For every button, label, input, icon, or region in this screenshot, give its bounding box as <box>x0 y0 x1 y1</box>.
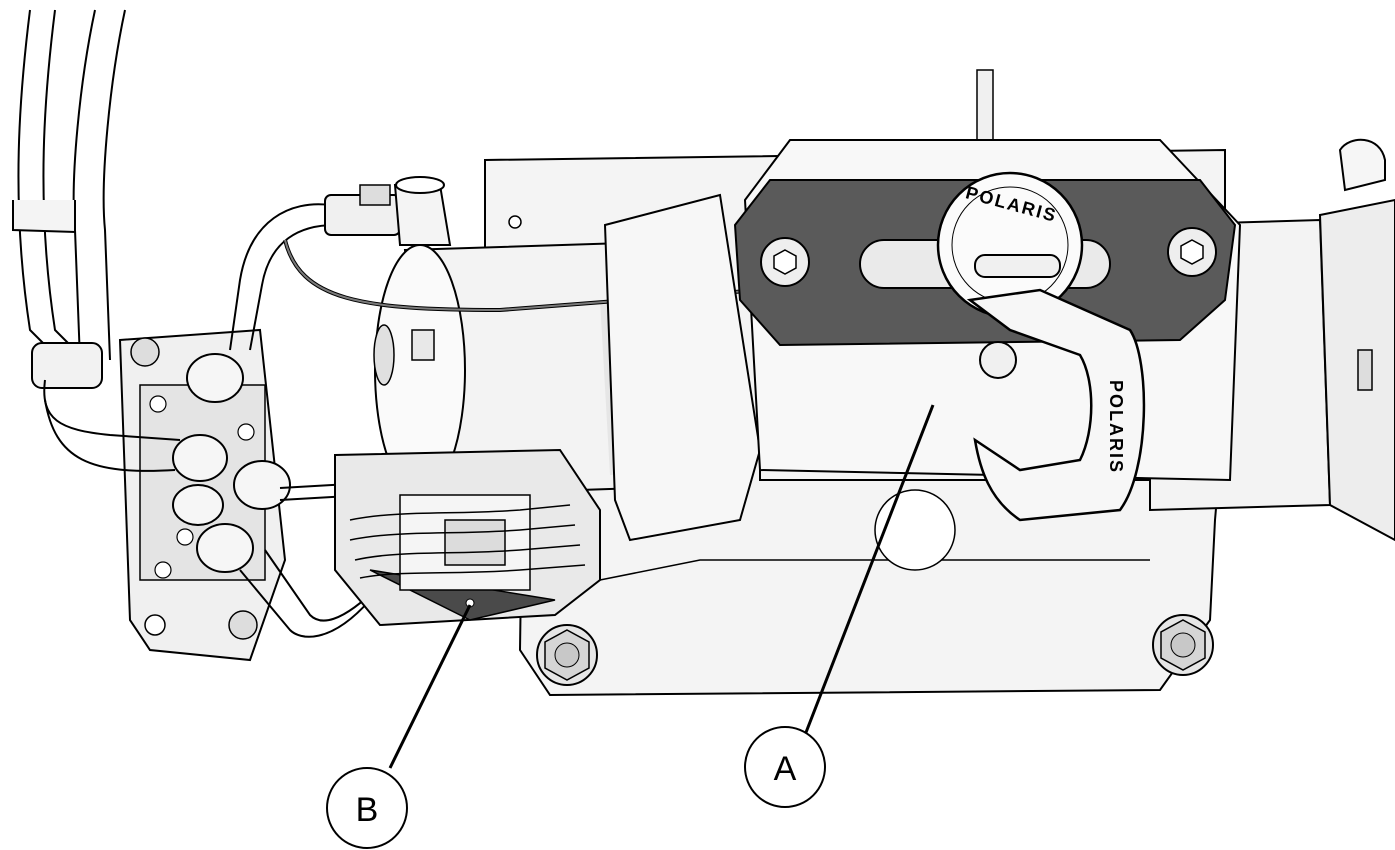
bolt-left <box>536 624 598 686</box>
callout-a-label: A <box>774 750 797 788</box>
bolt-right <box>1152 614 1214 676</box>
cable-clamp <box>31 342 103 389</box>
callout-b-label: B <box>356 791 379 829</box>
callout-a: A <box>744 726 826 808</box>
callout-a-circle <box>744 726 826 808</box>
callout-leaders <box>388 404 935 769</box>
control-module <box>334 448 601 627</box>
hook-shackle: POLARIS POLARIS <box>936 171 1146 522</box>
terminal-boots <box>172 353 291 573</box>
leader-line-b <box>388 604 472 769</box>
frame-bracket <box>603 193 762 542</box>
power-cables <box>12 9 126 361</box>
top-rod <box>976 69 994 151</box>
hook-brand-label: POLARIS <box>1106 380 1126 474</box>
callout-b: B <box>326 767 408 849</box>
callout-b-circle <box>326 767 408 849</box>
leader-line-a <box>803 404 935 736</box>
top-connector <box>324 176 452 246</box>
